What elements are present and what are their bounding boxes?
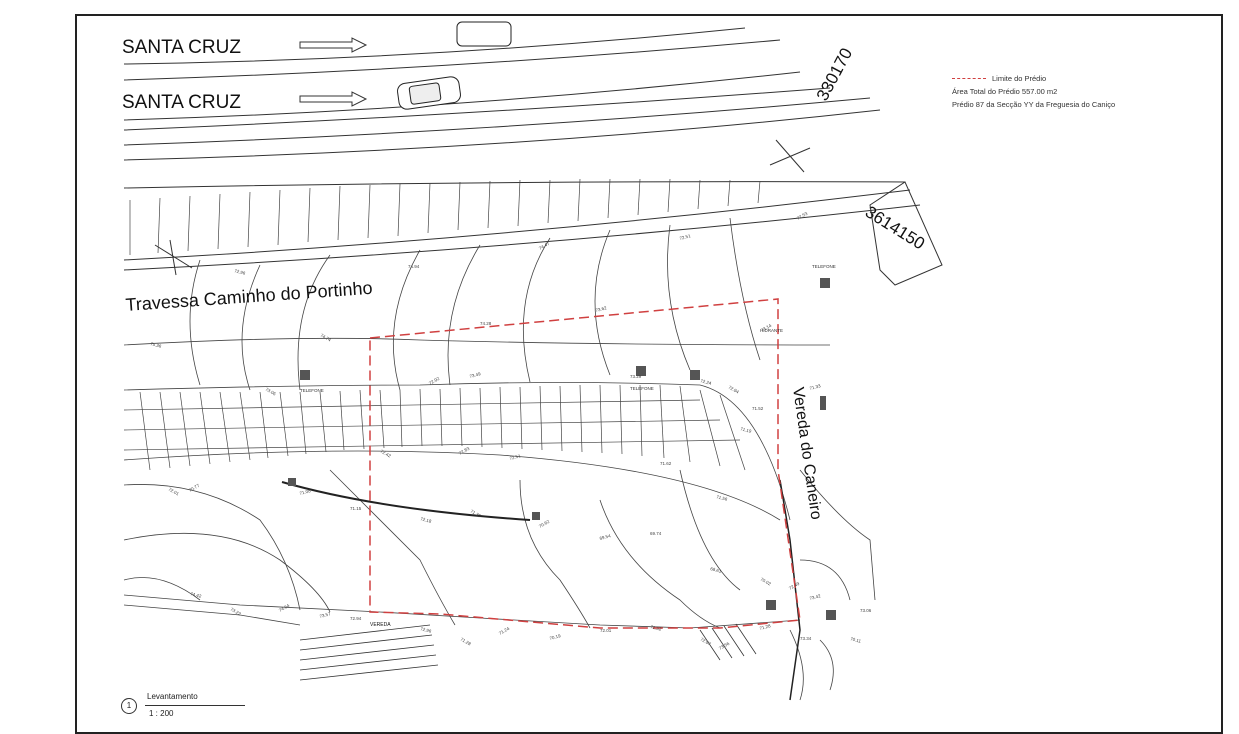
spot-level: 69.54 [599, 533, 612, 541]
spot-level: 70.11 [850, 636, 862, 644]
spot-level: 72.49 [788, 581, 801, 591]
spot-level: 71.33 [809, 383, 822, 391]
spot-level: 72.96 [234, 268, 247, 276]
spot-level: 72.01 [168, 487, 181, 497]
tag-telefone-2: TELEFONE [630, 386, 654, 391]
spot-level: 73.62 [595, 305, 608, 313]
spot-level: 72.51 [679, 233, 692, 241]
spot-level: 70.62 [538, 519, 551, 529]
spot-level: 72.97 [700, 637, 713, 647]
road-lines [123, 27, 921, 271]
spot-level: 74.47 [538, 241, 551, 251]
legend-boundary-swatch [952, 78, 986, 79]
spot-level: 73.22 [230, 607, 243, 617]
contour-lines [123, 217, 876, 701]
spot-level: 73.29 [630, 374, 642, 379]
coordinate-y-label: 3614150 [862, 202, 928, 253]
street-label-vereda-small: VEREDA [370, 622, 391, 628]
wall-hatch [129, 178, 761, 255]
spot-level: 73.49 [469, 371, 482, 379]
slope-hatch [123, 384, 746, 471]
street-label-top-2: SANTA CRUZ [122, 92, 241, 113]
spot-level: 73.14 [760, 323, 773, 333]
utility-tags: TELEFONE TELEFONE TELEFONE HIDRANTE [300, 264, 836, 393]
spot-level: 72.94 [350, 616, 362, 621]
spot-level: 71.52 [650, 624, 663, 632]
spot-level-group: 72.53 72.51 74.94 72.96 74.74 74.47 73.62 74.28… [150, 211, 872, 651]
wall-line [281, 481, 531, 521]
spot-level: 75.36 [150, 341, 163, 349]
spot-level: 71.28 [460, 637, 473, 647]
tag-telefone-3: TELEFONE [812, 264, 836, 269]
spot-level: 74.28 [480, 321, 492, 326]
scale-rule [145, 705, 245, 706]
stairs-hatch [299, 623, 757, 681]
legend-area-text: Área Total do Prédio 557.00 m2 [952, 87, 1058, 96]
spot-level: 74.74 [320, 333, 333, 343]
spot-level: 71.52 [752, 406, 764, 411]
tag-hidrante: HIDRANTE [760, 328, 783, 333]
spot-level: 71.28 [759, 623, 772, 631]
spot-level: 71.15 [350, 506, 362, 511]
spot-level: 72.01 [600, 628, 612, 633]
spot-level: 74.64 [278, 603, 291, 613]
property-boundary [369, 298, 801, 629]
spot-level: 73.06 [265, 387, 278, 397]
spot-level: 68.61 [710, 566, 723, 574]
scale-ratio: 1 : 200 [149, 709, 174, 718]
car-icons [397, 21, 512, 110]
spot-level: 70.02 [760, 577, 773, 587]
legend-boundary-label: Limite do Prédio [992, 74, 1047, 83]
street-label-top-1: SANTA CRUZ [122, 37, 241, 58]
spot-level: 74.42 [190, 591, 203, 599]
spot-level: 73.56 [718, 641, 731, 651]
spot-level: 71.62 [660, 461, 672, 466]
legend-boundary-row: Limite do Prédio [952, 72, 1115, 85]
scale-number: 1 [121, 698, 137, 714]
street-label-vereda: Vereda do Caneiro [789, 386, 824, 521]
street-label-travessa: Travessa Caminho do Portinho [125, 278, 373, 315]
scale-title: Levantamento [147, 692, 198, 701]
spot-level: 71.56 [716, 494, 729, 502]
spot-level: 69.74 [650, 531, 662, 536]
spot-level: 72.94 [728, 385, 741, 395]
coordinate-x-label: 330170 [813, 45, 856, 104]
spot-level: 72.51 [509, 453, 522, 461]
spot-level: 72.53 [796, 211, 809, 221]
spot-level: 72.83 [458, 446, 471, 456]
spot-level: 73.34 [800, 636, 812, 641]
spot-level: 72.96 [420, 626, 433, 634]
road-arrows [299, 37, 368, 107]
spot-level: 72.24 [700, 378, 713, 386]
spot-level: 73.57 [319, 611, 332, 619]
spot-level: 71.19 [740, 426, 753, 434]
spot-level: 72.42 [380, 449, 393, 459]
spot-level: 71.39 [470, 509, 483, 519]
spot-level: 72.18 [420, 516, 433, 524]
legend-parcel-text: Prédio 87 da Secção YY da Freguesia do C… [952, 100, 1116, 109]
spot-level: 71.24 [498, 626, 511, 636]
utility-markers [288, 278, 836, 620]
spot-level: 73.06 [860, 608, 872, 613]
coordinate-frame [869, 181, 943, 286]
spot-level: 72.92 [428, 376, 441, 386]
spot-level: 71.08 [299, 488, 312, 496]
grid-cross-marks [154, 139, 811, 276]
spot-level: 70.77 [188, 483, 201, 493]
spot-level: 70.19 [549, 633, 562, 641]
legend: Limite do Prédio Área Total do Prédio 55… [952, 72, 1115, 111]
spot-level: 73.42 [809, 593, 822, 601]
tag-telefone-1: TELEFONE [300, 388, 324, 393]
spot-level: 74.94 [408, 264, 420, 269]
